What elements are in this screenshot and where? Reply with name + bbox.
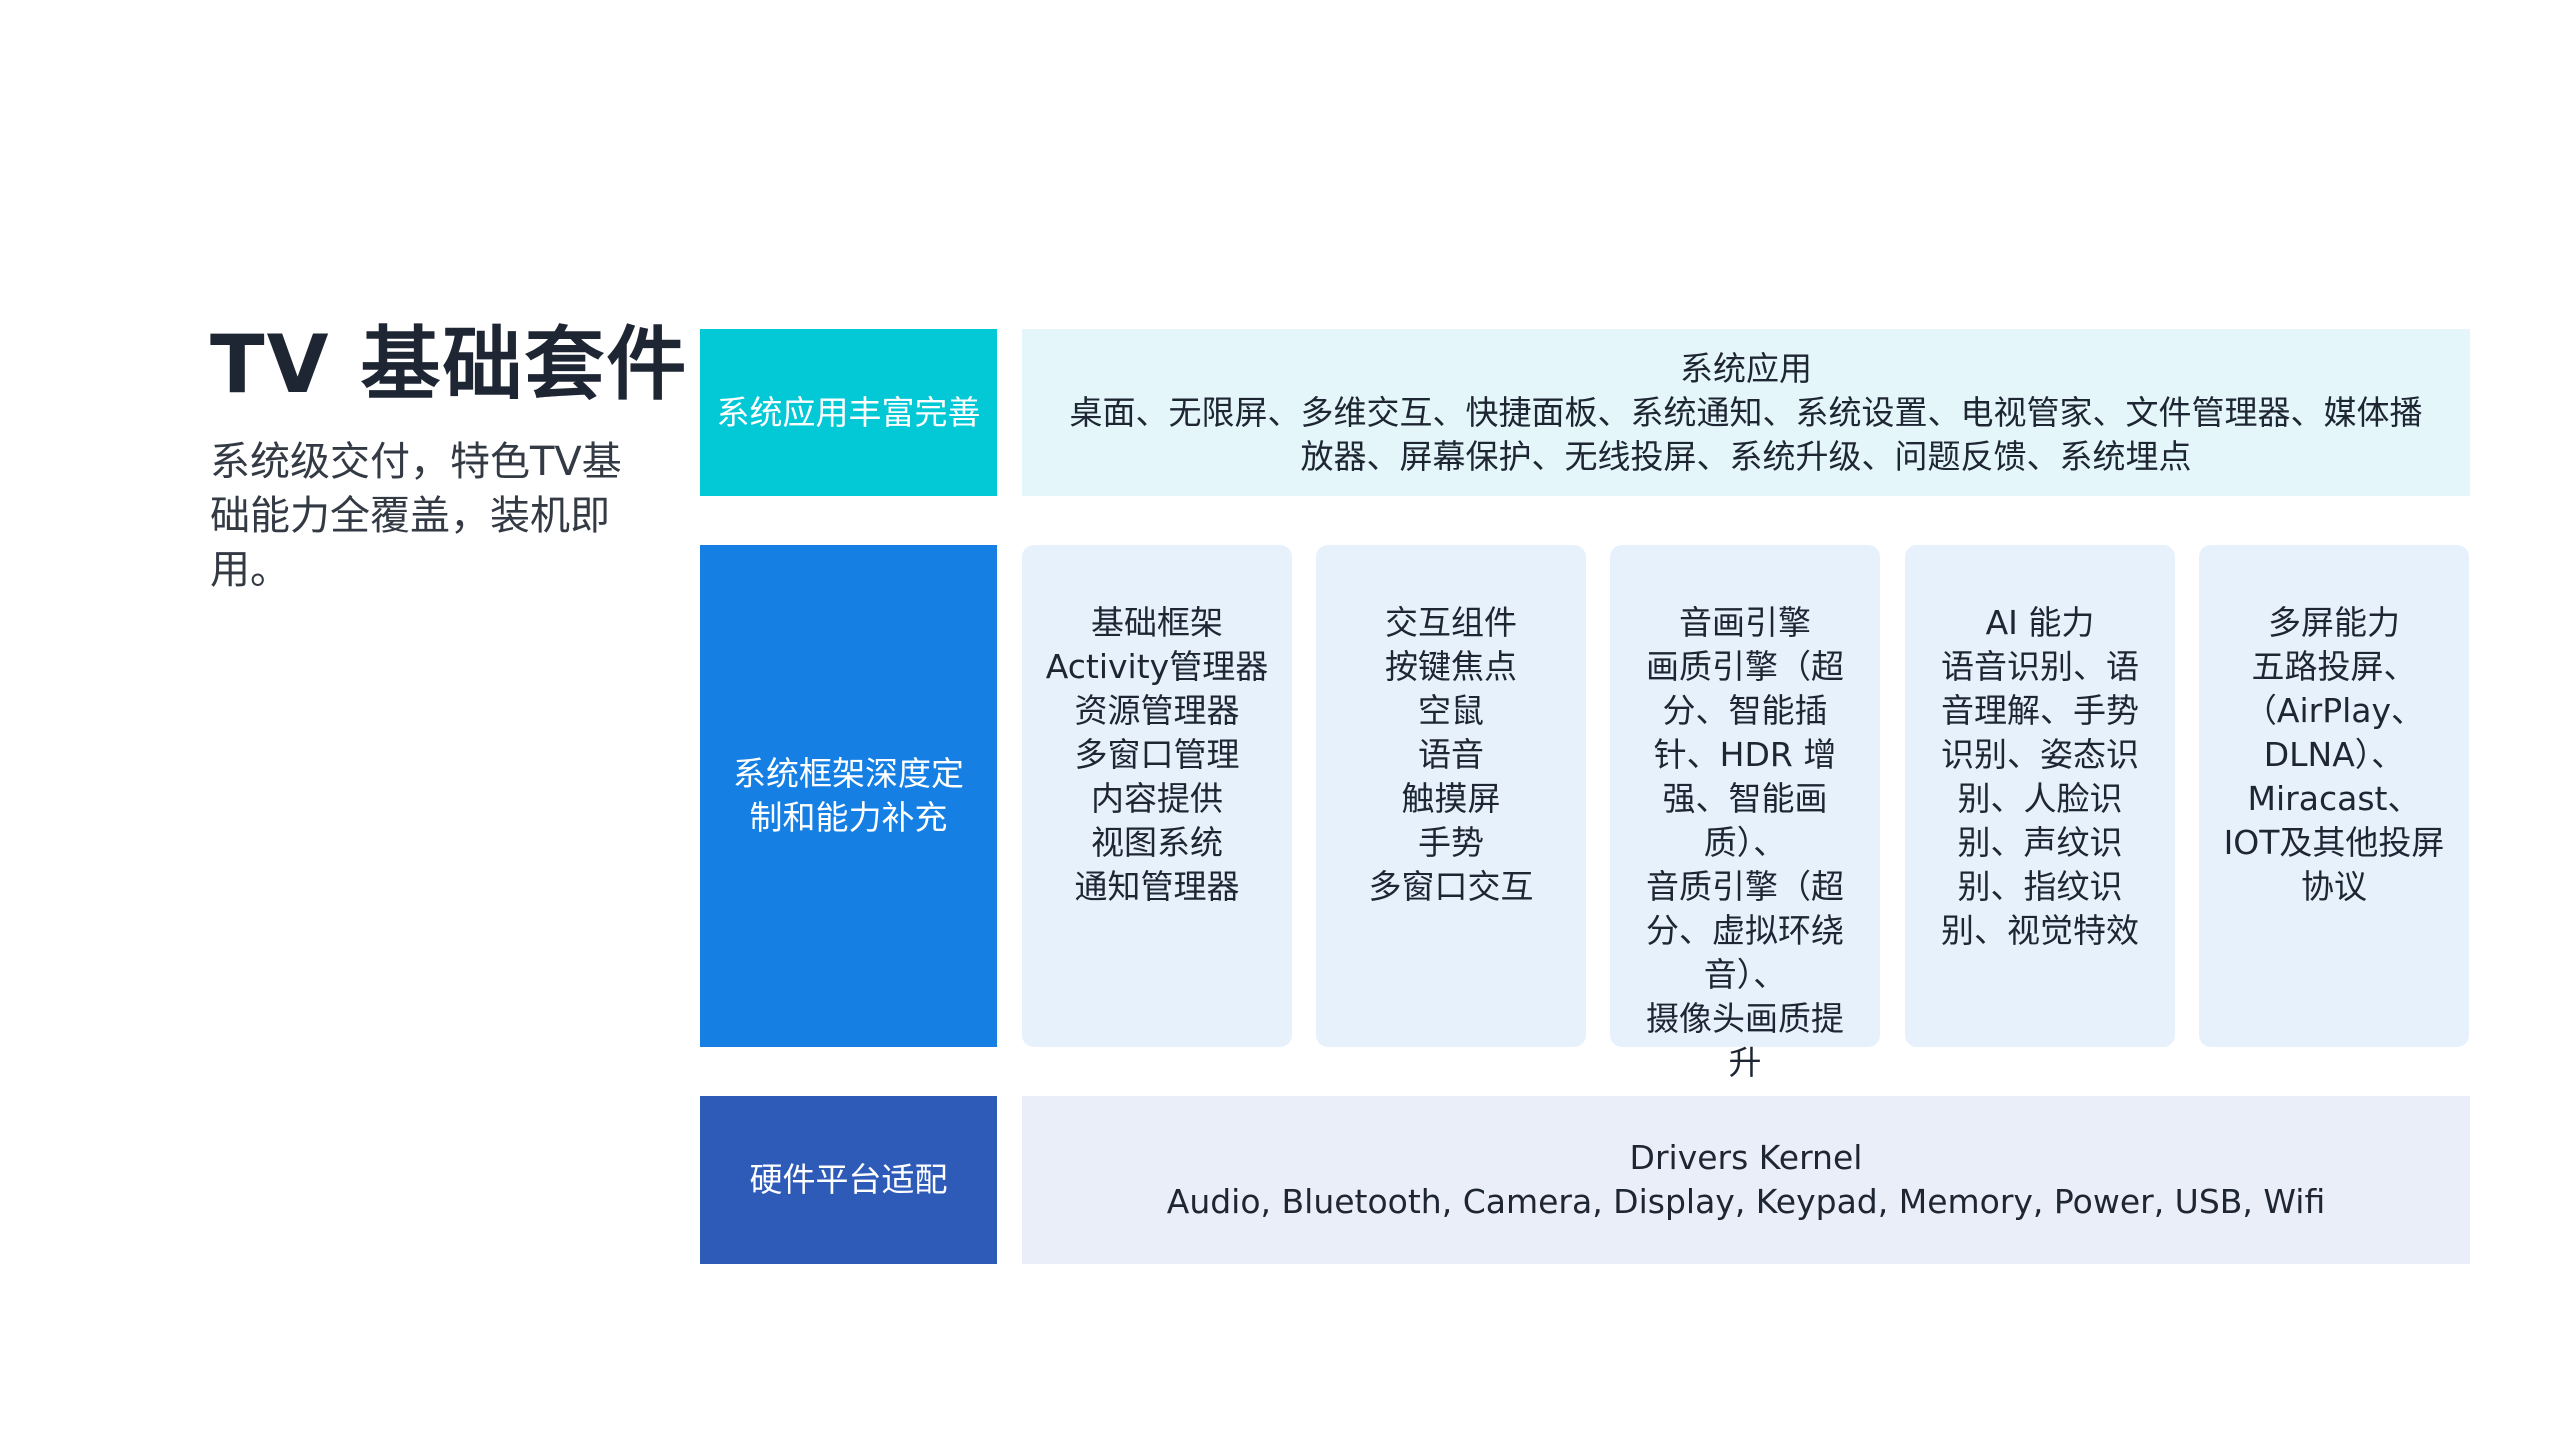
label-framework: 系统框架深度定制和能力补充 <box>700 545 997 1047</box>
label-system-apps: 系统应用丰富完善 <box>700 329 997 496</box>
card-interaction-components: 交互组件 按键焦点 空鼠 语音 触摸屏 手势 多窗口交互 <box>1316 545 1586 1047</box>
card-item: 语音识别、语音理解、手势识别、姿态识别、人脸识别、声纹识别、指纹识别、视觉特效 <box>1941 647 2139 950</box>
label-system-apps-text: 系统应用丰富完善 <box>716 392 981 432</box>
system-apps-list: 桌面、无限屏、多维交互、快捷面板、系统通知、系统设置、电视管家、文件管理器、媒体… <box>1069 392 2423 476</box>
card-title: AI 能力 <box>1985 603 2095 642</box>
system-apps-heading: 系统应用 <box>1680 348 1812 388</box>
card-item: 多窗口交互 <box>1368 867 1534 906</box>
card-item: 空鼠 <box>1418 691 1484 730</box>
content-hardware: Drivers Kernel Audio, Bluetooth, Camera,… <box>1022 1096 2470 1264</box>
card-item: 音质引擎（超分、虚拟环绕音）、 <box>1646 867 1844 994</box>
page-subtitle: 系统级交付，特色TV基础能力全覆盖，装机即用。 <box>210 439 622 593</box>
content-system-apps: 系统应用 桌面、无限屏、多维交互、快捷面板、系统通知、系统设置、电视管家、文件管… <box>1022 329 2470 496</box>
hardware-heading: Drivers Kernel <box>1629 1138 1863 1177</box>
card-title: 音画引擎 <box>1679 603 1811 642</box>
card-item: 五路投屏、（AirPlay、DLNA）、Miracast、IOT及其他投屏协议 <box>2223 647 2445 906</box>
card-title: 多屏能力 <box>2268 603 2400 642</box>
card-av-engine: 音画引擎 画质引擎（超分、智能插针、HDR 增强、智能画质）、 音质引擎（超分、… <box>1610 545 1880 1082</box>
card-item: 按键焦点 <box>1385 647 1517 686</box>
label-hardware: 硬件平台适配 <box>700 1096 997 1264</box>
card-item: 画质引擎（超分、智能插针、HDR 增强、智能画质）、 <box>1646 647 1844 862</box>
page-title: TV 基础套件 <box>210 318 689 411</box>
card-item: 多窗口管理 <box>1074 735 1240 774</box>
card-item: 触摸屏 <box>1401 779 1501 818</box>
card-item: 视图系统 <box>1091 823 1223 862</box>
card-item: 内容提供 <box>1091 779 1223 818</box>
card-title: 交互组件 <box>1385 603 1517 642</box>
card-multiscreen: 多屏能力 五路投屏、（AirPlay、DLNA）、Miracast、IOT及其他… <box>2199 545 2469 1047</box>
card-item: 资源管理器 <box>1074 691 1240 730</box>
card-item: 通知管理器 <box>1074 867 1240 906</box>
card-item: 手势 <box>1418 823 1484 862</box>
card-item: 摄像头画质提升 <box>1646 999 1844 1082</box>
card-title: 基础框架 <box>1091 603 1223 642</box>
card-ai-capability: AI 能力 语音识别、语音理解、手势识别、姿态识别、人脸识别、声纹识别、指纹识别… <box>1905 545 2175 1047</box>
card-item: 语音 <box>1418 735 1484 774</box>
label-framework-text: 系统框架深度定制和能力补充 <box>733 754 964 837</box>
label-hardware-text: 硬件平台适配 <box>749 1160 948 1199</box>
hardware-list: Audio, Bluetooth, Camera, Display, Keypa… <box>1166 1182 2326 1221</box>
card-item: Activity管理器 <box>1045 647 1269 686</box>
card-basic-framework: 基础框架 Activity管理器 资源管理器 多窗口管理 内容提供 视图系统 通… <box>1022 545 1292 1047</box>
